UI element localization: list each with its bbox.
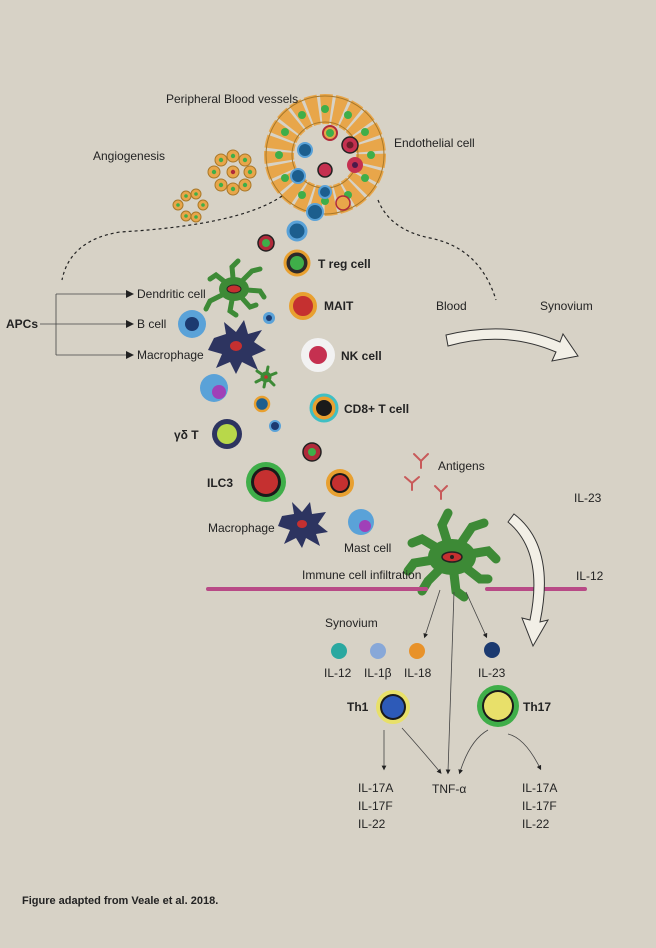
apc-bullets bbox=[126, 290, 134, 359]
endothelial-nuclei bbox=[275, 105, 375, 205]
label-apcs: APCs bbox=[6, 317, 38, 331]
label-synovium: Synovium bbox=[325, 616, 378, 630]
label-right-il22: IL-22 bbox=[522, 817, 550, 831]
label-il12: IL-12 bbox=[324, 666, 352, 680]
il23-il12-arrow bbox=[507, 513, 550, 648]
b-cell bbox=[178, 310, 206, 338]
label-antigens: Antigens bbox=[438, 459, 485, 473]
macrophage-top bbox=[208, 320, 266, 374]
label-angiogenesis: Angiogenesis bbox=[93, 149, 165, 163]
blood-vessel bbox=[264, 94, 386, 216]
label-il23-right: IL-23 bbox=[574, 491, 602, 505]
gamma-delta-t-cell bbox=[212, 419, 242, 449]
label-left-il17a: IL-17A bbox=[358, 781, 393, 795]
small-red-cell-2 bbox=[302, 442, 322, 462]
label-bcell: B cell bbox=[137, 317, 166, 331]
th1-cell bbox=[376, 690, 410, 724]
dendritic-cell-large bbox=[403, 508, 501, 602]
label-il1b: IL-1β bbox=[364, 666, 392, 680]
figure-caption: Figure adapted from Veale et al. 2018. bbox=[22, 895, 218, 907]
label-synovium-right: Synovium bbox=[540, 299, 593, 313]
small-cell-2 bbox=[253, 395, 271, 413]
text-labels: Peripheral Blood vessels Endothelial cel… bbox=[6, 92, 604, 907]
label-left-il17f: IL-17F bbox=[358, 799, 393, 813]
mast-cell-upper bbox=[200, 374, 228, 402]
label-ilc3: ILC3 bbox=[207, 476, 233, 490]
dendritic-cell-top bbox=[203, 258, 267, 318]
vessel-lumen-cells bbox=[290, 125, 363, 211]
cytokine-dots bbox=[331, 642, 500, 659]
label-blood: Blood bbox=[436, 299, 467, 313]
mait-cell bbox=[289, 292, 317, 320]
label-infiltration: Immune cell infiltration bbox=[302, 568, 421, 582]
dashed-outline bbox=[61, 195, 497, 301]
th17-cell bbox=[477, 685, 519, 727]
angiogenesis-clusters bbox=[172, 149, 257, 223]
label-mait: MAIT bbox=[324, 299, 354, 313]
cd8-t-cell bbox=[309, 393, 339, 423]
small-red-cell bbox=[257, 234, 275, 252]
macrophage-bottom bbox=[278, 502, 328, 548]
label-left-il22: IL-22 bbox=[358, 817, 386, 831]
dendritic-cell-small bbox=[254, 365, 278, 389]
th-arrows bbox=[381, 727, 542, 775]
mast-cell bbox=[348, 509, 374, 535]
label-gdt: γδ T bbox=[174, 428, 199, 442]
label-macrophage-top: Macrophage bbox=[137, 348, 204, 362]
antigens-group bbox=[404, 453, 448, 500]
label-peripheral: Peripheral Blood vessels bbox=[166, 92, 298, 106]
treg-cell bbox=[283, 249, 311, 277]
label-treg: T reg cell bbox=[318, 257, 371, 271]
label-cd8: CD8+ T cell bbox=[344, 402, 409, 416]
label-th1: Th1 bbox=[347, 700, 369, 714]
label-mast: Mast cell bbox=[344, 541, 391, 555]
label-th17: Th17 bbox=[523, 700, 551, 714]
nk-cell bbox=[301, 338, 335, 372]
label-right-il17a: IL-17A bbox=[522, 781, 557, 795]
blood-synovium-arrow bbox=[445, 328, 579, 362]
label-endothelial: Endothelial cell bbox=[394, 136, 475, 150]
label-il12-right: IL-12 bbox=[576, 569, 604, 583]
label-nk: NK cell bbox=[341, 349, 382, 363]
ilc3-cell bbox=[246, 462, 286, 502]
apc-bracket bbox=[40, 293, 128, 356]
dc-arrows bbox=[423, 589, 488, 775]
label-il18: IL-18 bbox=[404, 666, 432, 680]
orange-cell bbox=[326, 469, 354, 497]
small-blue-cell bbox=[286, 220, 308, 242]
label-dendritic: Dendritic cell bbox=[137, 287, 206, 301]
label-macrophage-bottom: Macrophage bbox=[208, 521, 275, 535]
label-tnf: TNF-α bbox=[432, 782, 466, 796]
label-right-il17f: IL-17F bbox=[522, 799, 557, 813]
label-il23: IL-23 bbox=[478, 666, 506, 680]
